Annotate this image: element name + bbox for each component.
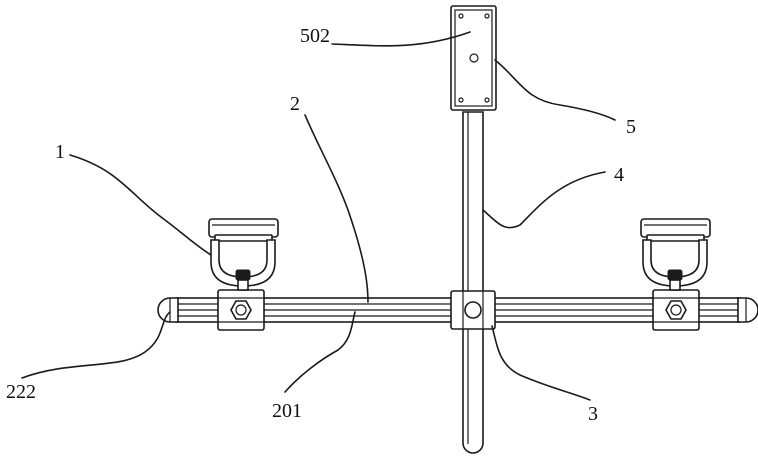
clamp-block-right	[653, 290, 699, 330]
leader-3	[492, 326, 590, 400]
hook-assembly-right	[641, 219, 710, 290]
leader-5	[495, 60, 615, 120]
end-cap-right	[738, 298, 758, 322]
leader-2	[305, 115, 368, 302]
label-5: 5	[626, 116, 636, 138]
label-502: 502	[300, 25, 330, 47]
label-201: 201	[272, 400, 302, 422]
label-4: 4	[614, 164, 624, 186]
center-coupling	[451, 291, 495, 329]
leader-222	[22, 312, 170, 378]
top-box	[451, 6, 496, 110]
leader-201	[285, 312, 355, 392]
label-222: 222	[6, 381, 36, 403]
leader-502	[332, 32, 470, 46]
clamp-block-left	[218, 290, 264, 330]
end-cap-left	[158, 298, 178, 322]
vertical-pole	[463, 112, 483, 453]
leader-1	[70, 155, 211, 255]
leader-4	[483, 172, 605, 228]
label-3: 3	[588, 403, 598, 425]
label-2: 2	[290, 93, 300, 115]
hook-assembly-left	[209, 219, 278, 290]
label-1: 1	[55, 141, 65, 163]
